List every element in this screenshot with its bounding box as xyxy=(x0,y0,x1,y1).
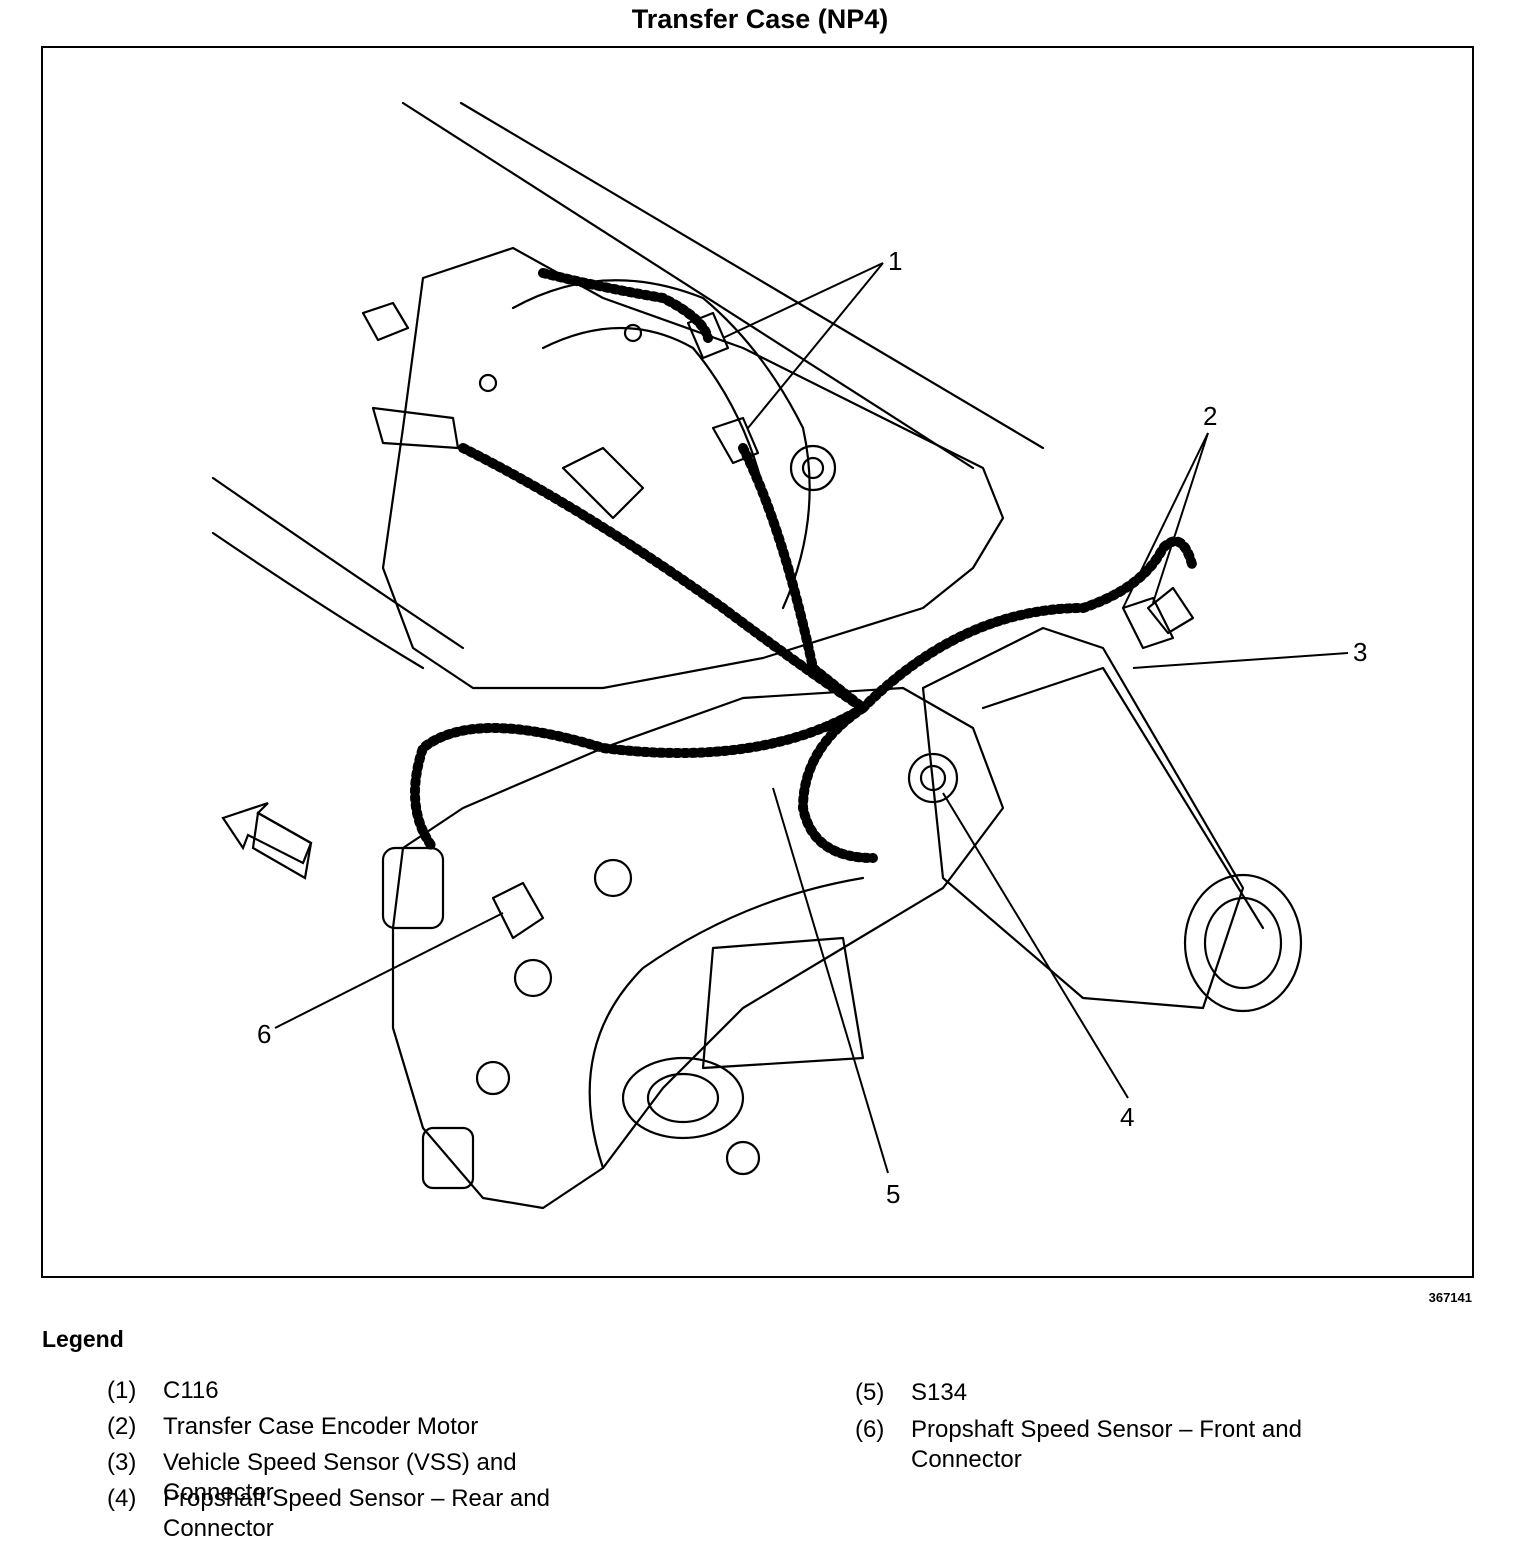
harness-bolt-left xyxy=(361,301,410,342)
transfer-case-body xyxy=(391,686,1005,1210)
callout-leaders xyxy=(274,262,1349,1174)
leader-6 xyxy=(274,912,504,1029)
legend-title: Legend xyxy=(42,1326,124,1352)
c116-connector-2 xyxy=(711,416,760,465)
callout-5: 5 xyxy=(886,1179,900,1209)
figure-id: 367141 xyxy=(1428,1290,1472,1305)
harness-left-branch xyxy=(410,703,868,853)
legend-number: (5) xyxy=(855,1379,885,1406)
harness-top xyxy=(538,268,713,343)
leader-5 xyxy=(772,787,889,1174)
legend-text: Propshaft Speed Sensor – Rear and Connec… xyxy=(163,1485,550,1542)
leader-1a xyxy=(722,262,884,339)
diagram-title: Transfer Case (NP4) xyxy=(631,4,889,34)
callout-3: 3 xyxy=(1353,637,1367,667)
front-direction-arrow xyxy=(221,801,313,880)
frame-rail-upper-1 xyxy=(401,101,975,470)
harness-lower-branch xyxy=(797,703,878,863)
legend-text: Transfer Case Encoder Motor xyxy=(163,1413,479,1440)
case-bolt-4 xyxy=(725,1140,761,1176)
legend-number: (2) xyxy=(107,1413,137,1440)
leader-4 xyxy=(942,792,1129,1099)
front-output-housing xyxy=(621,1056,745,1140)
diagram-frame: 1 2 3 4 5 6 xyxy=(41,46,1474,1278)
transfer-case-front-curve xyxy=(588,876,865,1170)
housing-boss xyxy=(561,446,645,520)
housing-bolt-2 xyxy=(623,323,643,343)
legend-text: Vehicle Speed Sensor (VSS) and Connector xyxy=(163,1449,517,1506)
housing-bolt-1-inner xyxy=(801,456,825,480)
harness-c116-branch xyxy=(738,443,868,713)
case-flange-inner xyxy=(541,327,765,490)
legend-number: (6) xyxy=(855,1416,885,1443)
leader-3 xyxy=(1132,652,1349,669)
transmission-housing xyxy=(381,246,1005,690)
case-bolt-1 xyxy=(513,958,553,998)
vss-sensor xyxy=(1121,596,1175,650)
encoder-connector xyxy=(1146,586,1195,635)
callout-4: 4 xyxy=(1120,1102,1134,1132)
housing-bolt-1 xyxy=(789,444,837,492)
frame-rail-left-1 xyxy=(211,476,465,650)
rear-output-yoke xyxy=(1183,873,1303,1013)
legend-text: Propshaft Speed Sensor – Front and Conne… xyxy=(911,1416,1302,1473)
extension-housing xyxy=(921,626,1245,1010)
leader-2a xyxy=(1122,432,1209,609)
case-bolt-3 xyxy=(475,1060,511,1096)
legend-number: (4) xyxy=(107,1485,137,1512)
legend-number: (1) xyxy=(107,1377,137,1404)
callout-2: 2 xyxy=(1203,401,1217,431)
callout-6: 6 xyxy=(257,1019,271,1049)
case-lug-bottom xyxy=(421,1126,475,1190)
frame-rail-left-2 xyxy=(211,531,425,670)
c116-connector xyxy=(686,311,730,360)
harness-clip-left xyxy=(371,406,460,450)
housing-bolt-3 xyxy=(478,373,498,393)
rear-propshaft-sensor-inner xyxy=(919,764,947,792)
transfer-case-illustration: 1 2 3 4 5 6 xyxy=(211,101,1367,1210)
transfer-case-plate xyxy=(701,936,865,1070)
legend-text: C116 xyxy=(163,1377,219,1404)
legend-number: (3) xyxy=(107,1449,137,1476)
rear-output-seal xyxy=(1203,896,1283,990)
rear-propshaft-sensor xyxy=(907,752,959,804)
front-output-seal xyxy=(646,1072,720,1124)
case-lug-left xyxy=(381,846,445,930)
leader-1b xyxy=(747,262,884,429)
leader-2b xyxy=(1152,432,1209,604)
extension-housing-ridge xyxy=(981,666,1265,930)
front-propshaft-sensor xyxy=(491,881,545,940)
case-bolt-2 xyxy=(593,858,633,898)
callout-1: 1 xyxy=(888,246,902,276)
frame-rail-upper-2 xyxy=(459,101,1045,450)
legend-text: S134 xyxy=(911,1379,968,1406)
case-flange-outline xyxy=(511,279,811,610)
